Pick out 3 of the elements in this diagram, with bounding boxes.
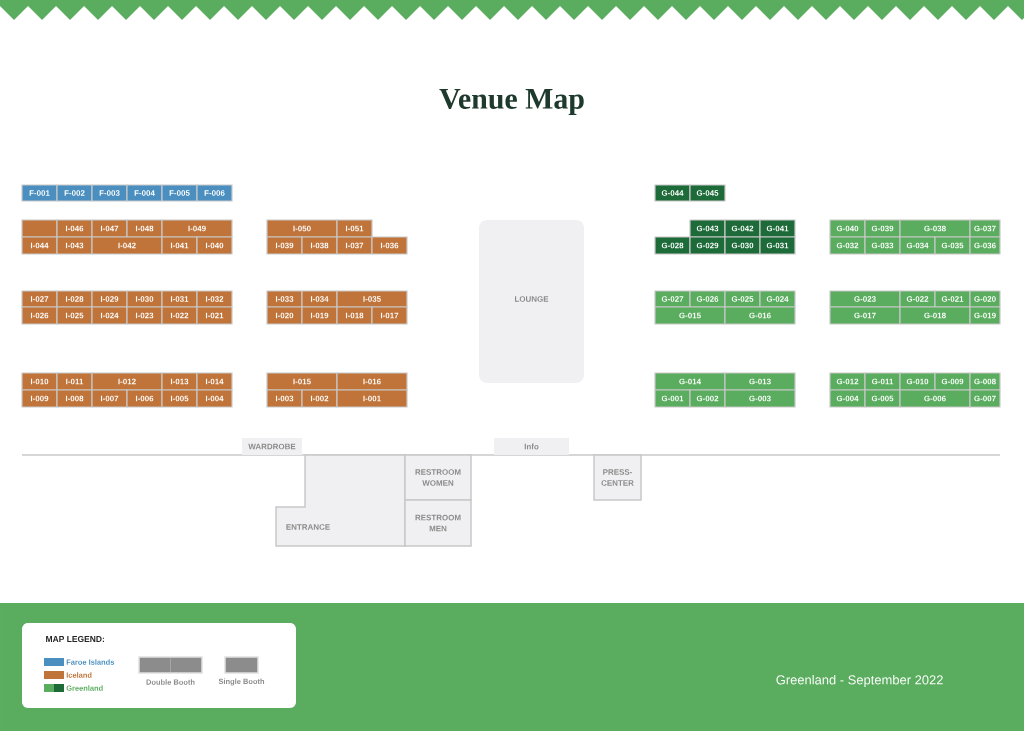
legend-heading: MAP LEGEND: — [46, 636, 104, 642]
event-subtitle: Greenland - September 2022 — [776, 674, 943, 688]
page-title: Venue Map — [439, 89, 584, 115]
